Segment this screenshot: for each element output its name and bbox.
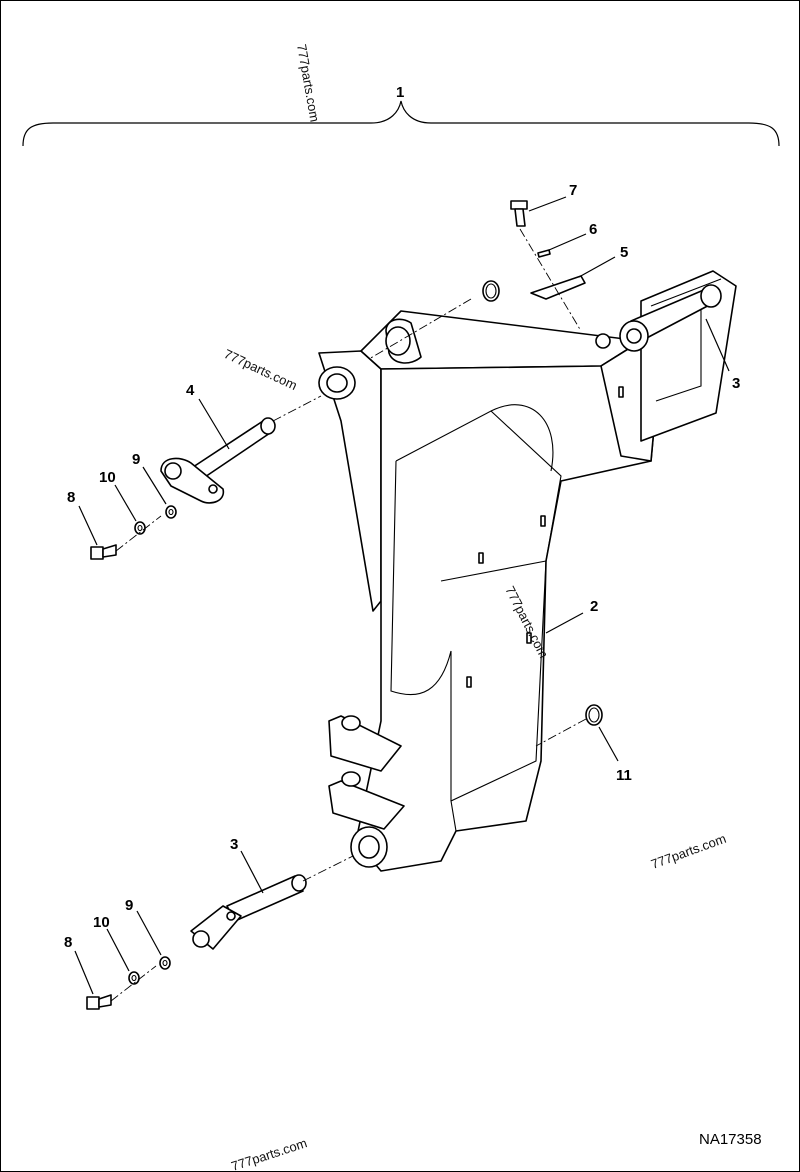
pin-item-3-bottom (190, 874, 307, 950)
callout-9-bottom: 9 (125, 897, 133, 914)
watermark-left: 777parts.com (222, 346, 300, 393)
callout-11: 11 (616, 767, 632, 784)
callout-8-bottom: 8 (64, 934, 72, 951)
callout-3-bottom: 3 (230, 836, 238, 853)
lower-lugs (328, 715, 405, 868)
hardware-top-left (90, 505, 177, 560)
pin-item-4 (160, 417, 276, 504)
lock-plate-item-5 (530, 275, 586, 300)
watermark-right: 777parts.com (649, 831, 728, 872)
callout-7: 7 (569, 182, 577, 199)
callout-4: 4 (186, 382, 195, 399)
boom-arm (318, 310, 662, 872)
hardware-bottom-left (86, 956, 171, 1010)
assembly-brace (22, 100, 780, 147)
watermark-top: 777parts.com (294, 43, 322, 123)
cotter-pin-item-6 (537, 249, 551, 258)
document-id: NA17358 (699, 1131, 762, 1148)
callout-6: 6 (589, 221, 597, 238)
watermark-bottom: 777parts.com (229, 1135, 309, 1171)
callout-1: 1 (396, 84, 404, 101)
callout-8-top: 8 (67, 489, 75, 506)
pin-item-3-top (595, 284, 722, 352)
callout-10-bottom: 10 (93, 914, 110, 931)
callout-5: 5 (620, 244, 628, 261)
callout-10-top: 10 (99, 469, 116, 486)
callout-2: 2 (590, 598, 598, 615)
callout-3-top: 3 (732, 375, 740, 392)
bolt-item-7 (510, 200, 528, 227)
leader-lines (74, 196, 730, 995)
top-pivot-boss (318, 318, 422, 400)
callout-9-top: 9 (132, 451, 140, 468)
